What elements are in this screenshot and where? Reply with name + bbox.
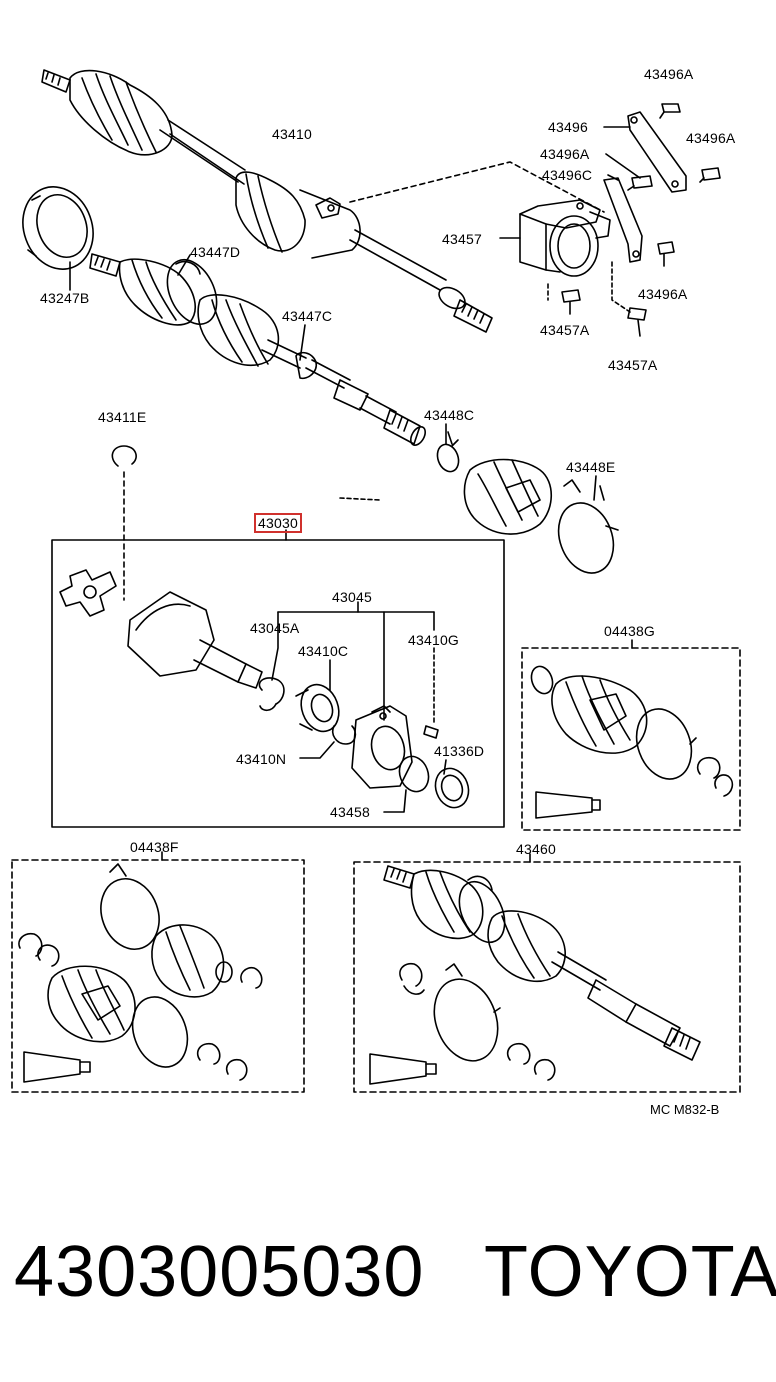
dashed-link-bracket [349,161,605,213]
label-43496: 43496 [548,119,588,135]
label-43045: 43045 [332,589,372,605]
boot-43247B [22,186,94,291]
label-43448E: 43448E [566,459,616,475]
label-43410N: 43410N [236,751,287,767]
label-43458: 43458 [330,804,370,820]
label-43496A-1: 43496A [644,66,694,82]
boot-kit-43460 [353,853,741,1093]
bearing-bracket-43457 [519,199,611,277]
label-43447C: 43447C [282,308,333,324]
inner-boot-set [436,431,619,574]
kit-box-43030 [51,529,505,828]
leader-43448E [593,475,597,501]
leader-43447C [299,324,306,361]
label-43496A-2: 43496A [686,130,736,146]
dashed-link-boot [339,497,381,501]
label-43410: 43410 [272,126,312,142]
label-43496A-4: 43496A [638,286,688,302]
drive-shaft-43410 [41,69,493,333]
snap-ring-43411E [111,445,137,601]
label-43457A-2: 43457A [608,357,658,373]
diagram-code: MC M832-B [650,1102,720,1117]
part-number: 4303005030 [14,1232,425,1312]
boot-kit-04438F [11,851,305,1093]
label-43448C: 43448C [424,407,475,423]
label-43410C: 43410C [298,643,349,659]
label-43045A: 43045A [250,620,300,636]
label-43457A-1: 43457A [540,322,590,338]
label-43247B: 43247B [40,290,90,306]
label-43410G: 43410G [408,632,460,648]
label-43447D: 43447D [190,244,241,260]
label-43460: 43460 [516,841,556,857]
label-43411E: 43411E [98,409,147,425]
kit-box-43030-parts [59,569,470,813]
label-04438F: 04438F [130,839,179,855]
label-43030-highlighted[interactable]: 43030 [254,513,302,533]
bolts [547,103,721,337]
label-04438G: 04438G [604,623,656,639]
leader-43447D [177,254,191,276]
brand-name: TOYOTA [484,1232,776,1312]
boot-kit-04438G [521,639,741,831]
leader-43496A-2 [605,153,641,179]
label-41336D: 41336D [434,743,485,759]
leader-43496C [607,174,619,181]
label-43457: 43457 [442,231,482,247]
label-43496A-3: 43496A [540,146,590,162]
bracket-plate-43496 [603,111,687,263]
label-43496C: 43496C [542,167,593,183]
drive-shaft-assembly-middle [89,253,427,446]
